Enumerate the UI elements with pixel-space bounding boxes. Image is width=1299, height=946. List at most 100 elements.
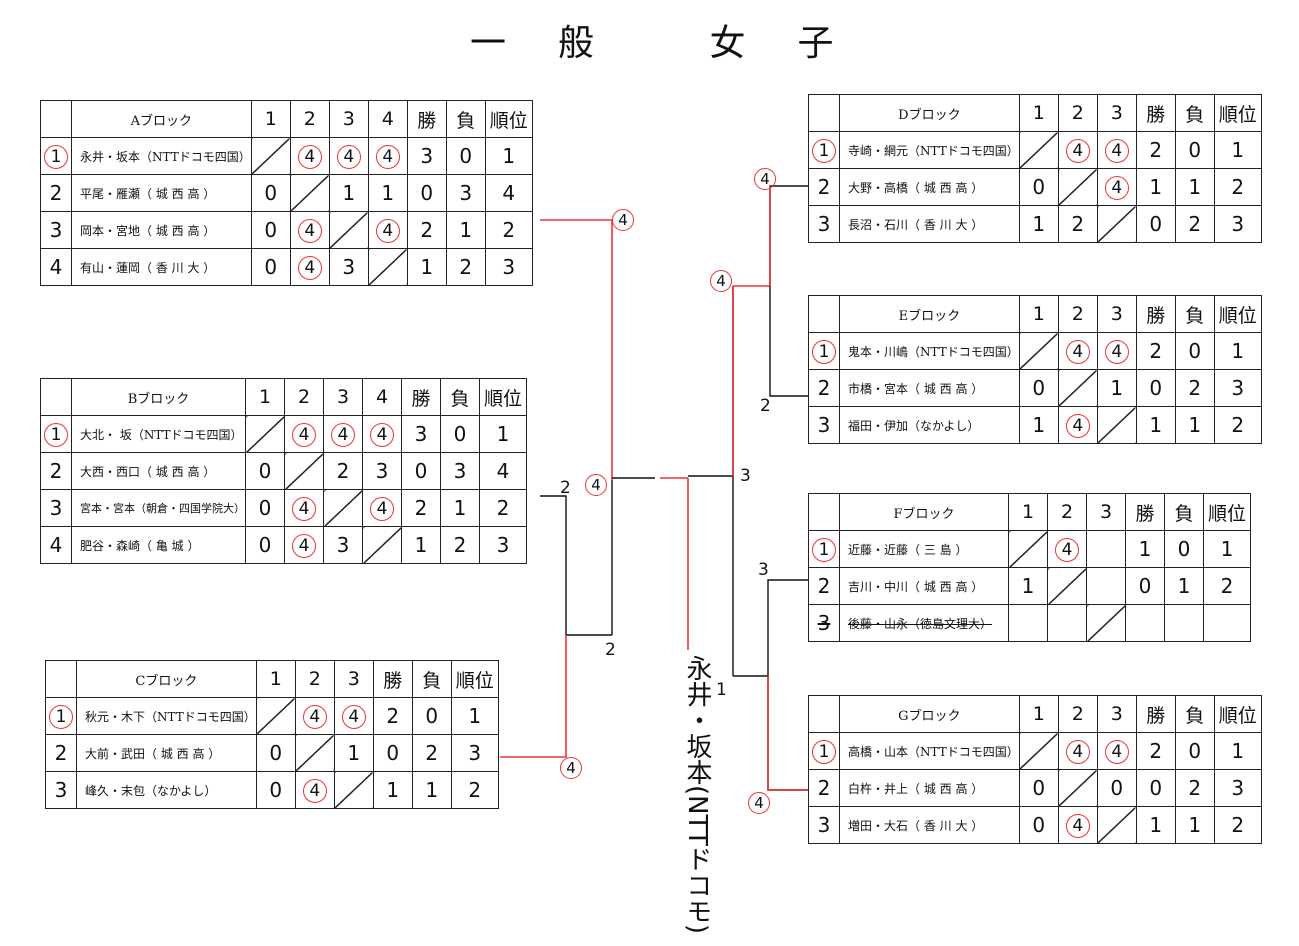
team-name: 大西・西口（ 城 西 高 ）	[71, 452, 246, 490]
score-cell: 4	[375, 145, 400, 169]
wins: 0	[1135, 369, 1176, 407]
losses: 0	[1174, 332, 1215, 370]
team-name: 吉川・中川（ 城 西 高 ）	[839, 567, 1009, 605]
table-row: 1 鬼本・川嶋（NTTドコモ四国） 4 4 2 0 1	[808, 332, 1262, 370]
losses	[1164, 604, 1204, 642]
table-row: 3 岡本・宮地（ 城 西 高 ） 0 4 4 2 1 2	[40, 211, 533, 249]
col-header: 負	[1174, 295, 1215, 333]
row-number: 2	[808, 369, 840, 407]
wins: 1	[1125, 530, 1165, 568]
col-header: 3	[1096, 295, 1137, 333]
bracket-line-b	[540, 495, 612, 636]
score-cell: 4	[336, 145, 361, 169]
wins: 0	[406, 174, 447, 212]
wins: 1	[1135, 406, 1176, 444]
rank: 1	[1213, 332, 1262, 370]
losses: 2	[1174, 205, 1215, 243]
wins: 1	[372, 771, 413, 809]
rank: 1	[1213, 732, 1262, 770]
score-cell: 1	[328, 174, 369, 212]
wins: 1	[401, 526, 441, 564]
rank: 2	[1213, 406, 1262, 444]
col-header: 負	[411, 660, 452, 698]
rank: 1	[1213, 131, 1262, 169]
losses: 0	[440, 415, 480, 453]
bracket-score: 3	[758, 560, 769, 580]
table-row: 3 長沼・石川（ 香 川 大 ） 1 2 0 2 3	[808, 205, 1262, 243]
score-cell: 4	[1055, 538, 1079, 562]
rank: 2	[479, 489, 527, 527]
wins: 1	[1135, 806, 1176, 844]
rank: 2	[1203, 567, 1251, 605]
losses: 1	[411, 771, 452, 809]
col-header: 順位	[484, 100, 533, 138]
block-c-table: Cブロック 1 2 3 勝 負 順位 1 秋元・木下（NTTドコモ四国） 4 4…	[45, 660, 499, 809]
score-cell: 0	[250, 211, 291, 249]
score-cell: 4	[1065, 414, 1090, 438]
losses: 2	[1174, 769, 1215, 807]
score-cell: 3	[328, 248, 369, 286]
score-cell: 2	[323, 452, 363, 490]
losses: 2	[440, 526, 480, 564]
rank: 2	[1213, 806, 1262, 844]
rank	[1203, 604, 1251, 642]
row-number: 1	[44, 145, 68, 169]
col-header: 勝	[1135, 94, 1176, 132]
block-name: Cブロック	[76, 660, 257, 698]
wins: 2	[401, 489, 441, 527]
score-cell: 4	[341, 705, 366, 729]
col-header: 勝	[372, 660, 413, 698]
col-header: 2	[1057, 295, 1098, 333]
row-number: 2	[808, 769, 840, 807]
table-row: 4 肥谷・森崎（ 亀 城 ） 0 4 3 1 2 3	[40, 526, 527, 564]
score-cell: 4	[292, 423, 316, 447]
score-cell	[1086, 530, 1126, 568]
score-cell: 4	[375, 219, 400, 243]
bracket-score-circle: 4	[585, 474, 607, 496]
rank: 1	[450, 697, 499, 735]
col-header: 1	[1008, 493, 1048, 531]
row-number: 2	[40, 174, 72, 212]
col-header: 負	[1164, 493, 1204, 531]
col-header: 2	[294, 660, 335, 698]
score-cell: 4	[1104, 139, 1129, 163]
score-cell: 3	[362, 452, 402, 490]
team-name: 高橋・山本（NTTドコモ四国）	[839, 732, 1020, 770]
row-number: 1	[49, 705, 73, 729]
wins: 0	[372, 734, 413, 772]
losses: 0	[1164, 530, 1204, 568]
wins: 3	[401, 415, 441, 453]
row-number: 2	[808, 567, 840, 605]
block-a-table: Aブロック 1 2 3 4 勝 負 順位 1 永井・坂本（NTTドコモ四国） 4…	[40, 100, 533, 286]
col-header: 3	[1096, 695, 1137, 733]
wins: 1	[1135, 168, 1176, 206]
table-row: 3 後藤・山永（徳島文理大）	[808, 604, 1251, 642]
score-cell: 4	[1104, 740, 1129, 764]
block-f-table: Fブロック 1 2 3 勝 負 順位 1 近藤・近藤（ 三 島 ） 4 1 0 …	[808, 493, 1251, 642]
row-number: 1	[44, 423, 68, 447]
row-number: 3	[45, 771, 77, 809]
rank: 1	[484, 137, 533, 175]
bracket-line-d	[769, 185, 808, 397]
block-name: Fブロック	[839, 493, 1009, 531]
score-cell: 4	[292, 534, 316, 558]
bracket-line-c	[500, 635, 567, 758]
team-name: 有山・蓮岡（ 香 川 大 ）	[71, 248, 252, 286]
losses: 0	[411, 697, 452, 735]
col-header: 順位	[1213, 295, 1262, 333]
table-row: 2 市橋・宮本（ 城 西 高 ） 0 1 0 2 3	[808, 369, 1262, 407]
bracket-score: 2	[760, 396, 771, 416]
table-row: 2 吉川・中川（ 城 西 高 ） 1 0 1 2	[808, 567, 1251, 605]
team-name: 大野・高橋（ 城 西 高 ）	[839, 168, 1020, 206]
rank: 2	[450, 771, 499, 809]
team-name: 肥谷・森崎（ 亀 城 ）	[71, 526, 246, 564]
col-header: 勝	[1125, 493, 1165, 531]
bracket-score-circle: 4	[748, 792, 770, 814]
col-header: 4	[367, 100, 408, 138]
wins: 2	[1135, 732, 1176, 770]
rank: 2	[484, 211, 533, 249]
rank: 1	[479, 415, 527, 453]
col-header: 2	[284, 378, 324, 416]
row-number: 2	[40, 452, 72, 490]
